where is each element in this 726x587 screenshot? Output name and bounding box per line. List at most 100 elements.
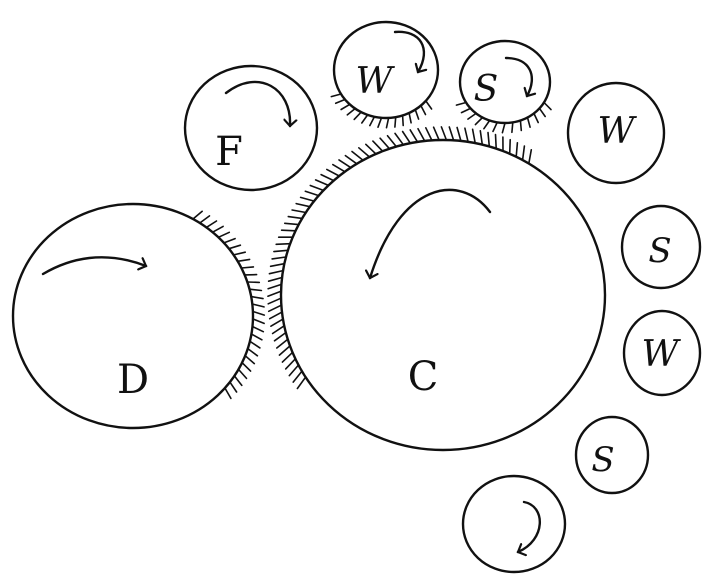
wire-tooth <box>245 356 254 364</box>
wire-tooth <box>434 127 440 140</box>
wire-tooth <box>387 118 389 128</box>
wire-tooth <box>362 115 368 123</box>
wire-tooth <box>224 239 235 243</box>
wire-tooth <box>200 216 210 223</box>
wire-tooth <box>242 363 251 371</box>
wire-tooth <box>510 140 511 154</box>
wire-tooth <box>286 359 296 369</box>
worker-top-label: W <box>355 61 395 102</box>
wire-tooth <box>229 245 241 249</box>
stripper-right-1-label: S <box>648 231 671 271</box>
wire-tooth <box>250 341 260 348</box>
wire-tooth <box>230 382 237 392</box>
wire-tooth <box>473 129 476 143</box>
wire-tooth <box>239 369 247 378</box>
wire-tooth <box>426 128 432 141</box>
wire-tooth <box>456 103 466 106</box>
wire-tooth <box>274 250 288 251</box>
wire-tooth <box>276 244 290 245</box>
wire-tooth <box>512 122 513 132</box>
wire-tooth <box>540 108 546 116</box>
wire-tooth <box>395 133 403 144</box>
wire-tooth <box>520 121 521 131</box>
wire-tooth <box>409 113 411 123</box>
wire-tooth <box>296 204 310 207</box>
wire-tooth <box>418 129 425 141</box>
worker-roller-right-1: W <box>568 83 664 183</box>
wire-tooth <box>380 138 389 149</box>
wire-tooth <box>544 103 551 110</box>
stripper-top-label: S <box>474 69 499 110</box>
wire-tooth <box>493 122 497 131</box>
wire-tooth <box>388 136 397 147</box>
wire-tooth <box>213 226 224 232</box>
wire-tooth <box>292 210 306 213</box>
wire-tooth <box>415 110 418 119</box>
worker-right-1-label: W <box>597 111 637 152</box>
wire-tooth <box>347 109 355 115</box>
wire-tooth <box>297 377 305 388</box>
stripper-roller-right-1: S <box>622 206 700 288</box>
doffer-label: D <box>117 357 149 403</box>
wire-tooth <box>321 175 334 181</box>
wire-tooth <box>484 121 490 129</box>
wire-tooth <box>441 127 446 140</box>
wire-tooth <box>282 230 296 231</box>
wire-tooth <box>333 165 345 172</box>
wire-tooth <box>252 304 264 307</box>
wire-tooth <box>234 376 241 386</box>
wire-tooth <box>273 326 285 334</box>
main-cylinder-label: C <box>408 354 439 400</box>
wire-tooth <box>345 156 356 164</box>
wire-tooth <box>272 257 286 259</box>
wire-tooth <box>488 133 489 147</box>
wire-tooth <box>275 333 286 341</box>
wire-tooth <box>395 117 396 127</box>
wire-tooth <box>270 312 282 319</box>
main-cylinder: C <box>281 140 605 450</box>
wire-tooth <box>310 186 323 191</box>
wire-tooth <box>206 221 216 227</box>
wire-tooth <box>268 291 281 296</box>
wire-tooth <box>301 197 315 201</box>
wire-tooth <box>241 267 253 268</box>
worker-roller-top: W <box>334 22 438 118</box>
wire-tooth <box>529 150 532 164</box>
wire-tooth <box>271 319 283 326</box>
stripper-right-2-label: S <box>591 440 614 480</box>
wire-tooth <box>251 297 263 299</box>
wire-tooth <box>234 252 246 255</box>
wire-tooth <box>359 148 370 157</box>
wire-tooth <box>502 123 505 133</box>
fancy-label: F <box>215 129 243 175</box>
wire-tooth <box>528 118 531 128</box>
wire-tooth <box>354 112 361 119</box>
wire-tooth <box>410 130 417 142</box>
wire-tooth <box>253 319 264 323</box>
wire-tooth <box>253 312 264 316</box>
wire-tooth <box>253 327 264 332</box>
wire-tooth <box>269 271 283 274</box>
wire-tooth <box>403 132 411 144</box>
wire-tooth <box>279 346 290 355</box>
wire-tooth <box>449 127 453 140</box>
wire-tooth <box>378 118 382 127</box>
worker-right-2-label: W <box>641 334 681 375</box>
wire-tooth <box>523 146 525 160</box>
wire-tooth <box>496 135 497 149</box>
wire-tooth <box>305 191 318 195</box>
wire-tooth <box>331 94 341 97</box>
wire-tooth <box>534 113 538 122</box>
wire-tooth <box>285 223 299 224</box>
wire-tooth <box>193 211 202 219</box>
wire-tooth <box>293 371 302 382</box>
wire-tooth <box>462 108 471 112</box>
wire-tooth <box>421 106 426 115</box>
wire-tooth <box>269 305 282 311</box>
wire-tooth <box>251 334 262 340</box>
wire-tooth <box>366 144 376 154</box>
wire-tooth <box>465 128 468 142</box>
wire-tooth <box>225 388 231 398</box>
worker-roller-right-2: W <box>624 311 700 395</box>
